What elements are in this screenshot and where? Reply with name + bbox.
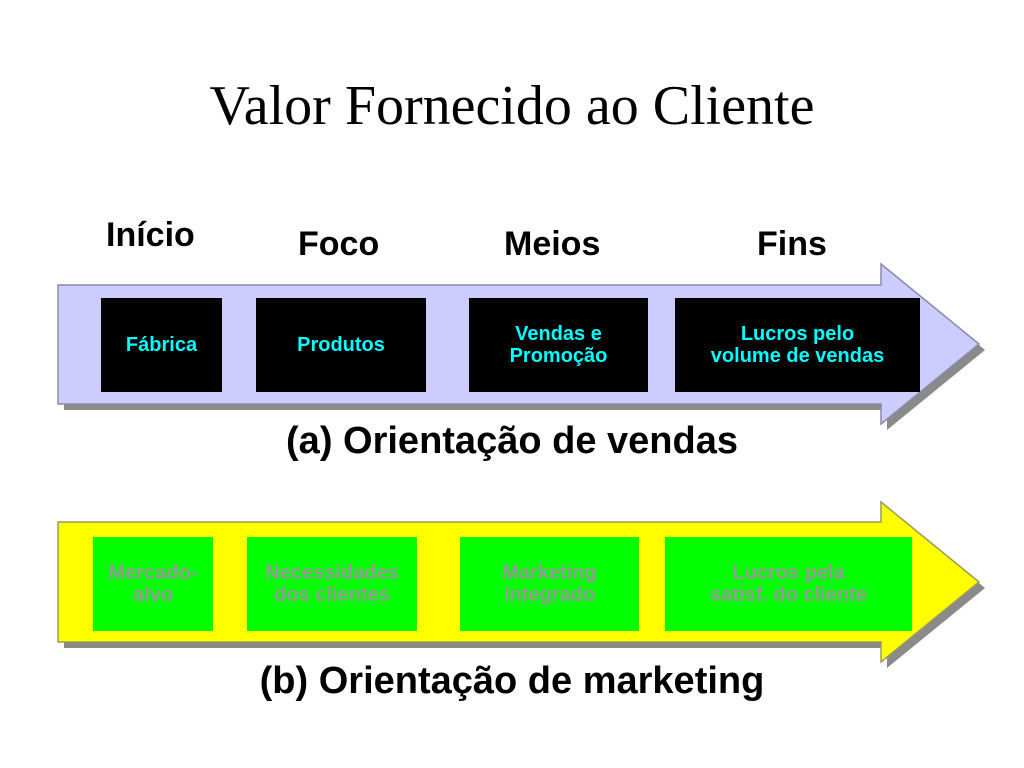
marketing-box-label: Necessidades dos clientes xyxy=(265,562,399,606)
marketing-box-lucros-satisfacao: Lucros pela satisf. do cliente xyxy=(665,537,912,631)
marketing-box-mercado-alvo: Mercado- alvo xyxy=(93,537,213,631)
marketing-box-label: Lucros pela satisf. do cliente xyxy=(710,562,867,606)
column-label-fins: Fins xyxy=(757,225,827,263)
sales-box-produtos: Produtos xyxy=(256,298,426,392)
page-title: Valor Fornecido ao Cliente xyxy=(209,75,815,137)
marketing-box-label: Marketing integrado xyxy=(502,562,597,606)
column-label-foco: Foco xyxy=(298,225,380,263)
marketing-box-label: Mercado- alvo xyxy=(108,562,198,606)
marketing-box-marketing-integrado: Marketing integrado xyxy=(460,537,639,631)
marketing-caption: (b) Orientação de marketing xyxy=(259,660,765,702)
sales-box-label: Vendas e Promoção xyxy=(509,323,608,367)
sales-box-label: Fábrica xyxy=(125,334,198,356)
sales-caption: (a) Orientação de vendas xyxy=(286,420,738,462)
sales-box-label: Lucros pelo volume de vendas xyxy=(710,323,885,367)
sales-box-vendas-promocao: Vendas e Promoção xyxy=(469,298,648,392)
sales-box-label: Produtos xyxy=(297,334,385,356)
column-label-inicio: Início xyxy=(106,216,195,254)
sales-box-lucros-volume: Lucros pelo volume de vendas xyxy=(675,298,920,392)
column-label-meios: Meios xyxy=(504,225,601,263)
sales-box-fabrica: Fábrica xyxy=(101,298,222,392)
marketing-box-necessidades: Necessidades dos clientes xyxy=(247,537,417,631)
